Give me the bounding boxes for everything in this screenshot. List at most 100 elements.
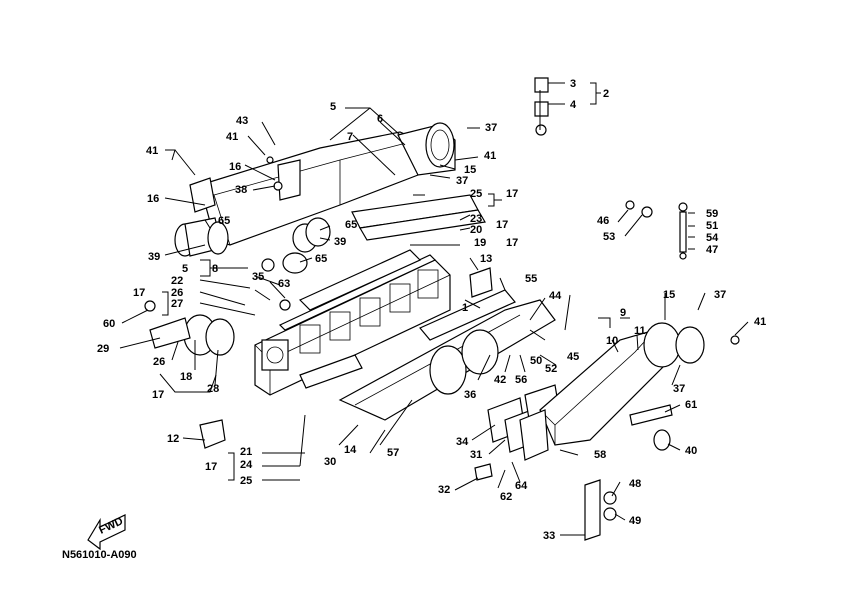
callout-65b: 65 bbox=[345, 219, 357, 231]
diagram-code: N561010-A090 bbox=[62, 549, 137, 561]
callout-14: 14 bbox=[344, 444, 357, 456]
callout-37a: 37 bbox=[485, 122, 497, 134]
callout-20: 20 bbox=[470, 224, 482, 236]
callout-2: 2 bbox=[603, 88, 609, 100]
leader-lines bbox=[119, 82, 749, 536]
callout-12: 12 bbox=[167, 433, 179, 445]
callout-65c: 65 bbox=[315, 253, 327, 265]
callout-9: 9 bbox=[620, 307, 626, 319]
callout-17a: 17 bbox=[506, 188, 518, 200]
callout-34: 34 bbox=[456, 436, 469, 448]
callout-25: 25 bbox=[470, 188, 482, 200]
callout-44: 44 bbox=[549, 290, 562, 302]
callout-23: 23 bbox=[470, 213, 482, 225]
exhaust-pipe-lower bbox=[338, 289, 556, 421]
callout-49: 49 bbox=[629, 515, 641, 527]
callout-17f: 17 bbox=[205, 461, 217, 473]
callout-30: 30 bbox=[324, 456, 336, 468]
callout-59: 59 bbox=[706, 208, 718, 220]
callout-41b: 41 bbox=[226, 131, 238, 143]
callout-16a: 16 bbox=[229, 161, 241, 173]
callout-51: 51 bbox=[706, 220, 718, 232]
callout-3: 3 bbox=[570, 78, 576, 90]
callout-39b: 39 bbox=[148, 251, 160, 263]
callout-65a: 65 bbox=[218, 215, 230, 227]
callout-41a: 41 bbox=[484, 150, 496, 162]
callout-45: 45 bbox=[567, 351, 579, 363]
gasket-lower bbox=[299, 354, 363, 389]
callout-53: 53 bbox=[603, 231, 615, 243]
callout-42: 42 bbox=[494, 374, 506, 386]
callout-41c: 41 bbox=[146, 145, 158, 157]
callout-31: 31 bbox=[470, 449, 482, 461]
callout-6: 6 bbox=[377, 113, 383, 125]
callout-57: 57 bbox=[387, 447, 399, 459]
callout-25b: 25 bbox=[240, 475, 252, 487]
callout-60: 60 bbox=[103, 318, 115, 330]
callout-38: 38 bbox=[235, 184, 247, 196]
callout-36: 36 bbox=[464, 389, 476, 401]
callout-52: 52 bbox=[545, 363, 557, 375]
callout-33: 33 bbox=[543, 530, 555, 542]
right-exhaust-pipe bbox=[519, 322, 705, 461]
callout-15a: 15 bbox=[464, 164, 476, 176]
callout-62: 62 bbox=[500, 491, 512, 503]
callout-47: 47 bbox=[706, 244, 718, 256]
callout-18: 18 bbox=[180, 371, 192, 383]
callout-1: 1 bbox=[462, 302, 468, 314]
clamp-40 bbox=[653, 429, 671, 451]
callout-29: 29 bbox=[97, 343, 109, 355]
callout-37d: 37 bbox=[673, 383, 685, 395]
callout-5b: 5 bbox=[182, 263, 188, 275]
callout-37c: 37 bbox=[714, 289, 726, 301]
callout-17d: 17 bbox=[133, 287, 145, 299]
callout-24: 24 bbox=[240, 459, 253, 471]
bracket-12 bbox=[199, 419, 226, 449]
callout-63: 63 bbox=[278, 278, 290, 290]
main-manifold-block bbox=[254, 249, 451, 396]
callout-43: 43 bbox=[236, 115, 248, 127]
callout-37b: 37 bbox=[456, 175, 468, 187]
callout-17b: 17 bbox=[496, 219, 508, 231]
callout-32: 32 bbox=[438, 484, 450, 496]
callout-21: 21 bbox=[240, 446, 252, 458]
callout-61: 61 bbox=[685, 399, 697, 411]
callout-64: 64 bbox=[515, 480, 528, 492]
callout-10: 10 bbox=[606, 335, 618, 347]
callout-39a: 39 bbox=[334, 236, 346, 248]
callout-41d: 41 bbox=[754, 316, 766, 328]
callout-19: 19 bbox=[474, 237, 486, 249]
bracket-33 bbox=[584, 479, 601, 541]
callout-17c: 17 bbox=[506, 237, 518, 249]
callout-15b: 15 bbox=[663, 289, 675, 301]
callout-11: 11 bbox=[634, 325, 646, 337]
callout-labels: 3 4 2 5 6 7 37 41 15 37 25 17 43 41 41 1… bbox=[97, 78, 766, 542]
callout-56: 56 bbox=[515, 374, 527, 386]
callout-22: 22 bbox=[171, 275, 183, 287]
callout-28: 28 bbox=[207, 383, 219, 395]
callout-4: 4 bbox=[570, 99, 577, 111]
gaskets-upper bbox=[351, 194, 486, 241]
bracket-61 bbox=[629, 404, 673, 426]
end-cap-elbow bbox=[149, 314, 235, 356]
callout-55: 55 bbox=[525, 273, 537, 285]
callout-27: 27 bbox=[171, 298, 183, 310]
fasteners bbox=[144, 77, 740, 521]
callout-17e: 17 bbox=[152, 389, 164, 401]
callout-35: 35 bbox=[252, 271, 264, 283]
callout-50: 50 bbox=[530, 355, 542, 367]
callout-48: 48 bbox=[629, 478, 641, 490]
callout-46: 46 bbox=[597, 215, 609, 227]
callout-40: 40 bbox=[685, 445, 697, 457]
callout-16b: 16 bbox=[147, 193, 159, 205]
callout-26a: 26 bbox=[171, 287, 183, 299]
callout-13: 13 bbox=[480, 253, 492, 265]
upper-manifold-cover bbox=[199, 122, 456, 246]
callout-54: 54 bbox=[706, 232, 719, 244]
gasket-13 bbox=[469, 267, 493, 298]
callout-58: 58 bbox=[594, 449, 606, 461]
callout-7: 7 bbox=[347, 131, 353, 143]
callout-26b: 26 bbox=[153, 356, 165, 368]
fwd-arrow-icon: FWD bbox=[87, 514, 126, 551]
